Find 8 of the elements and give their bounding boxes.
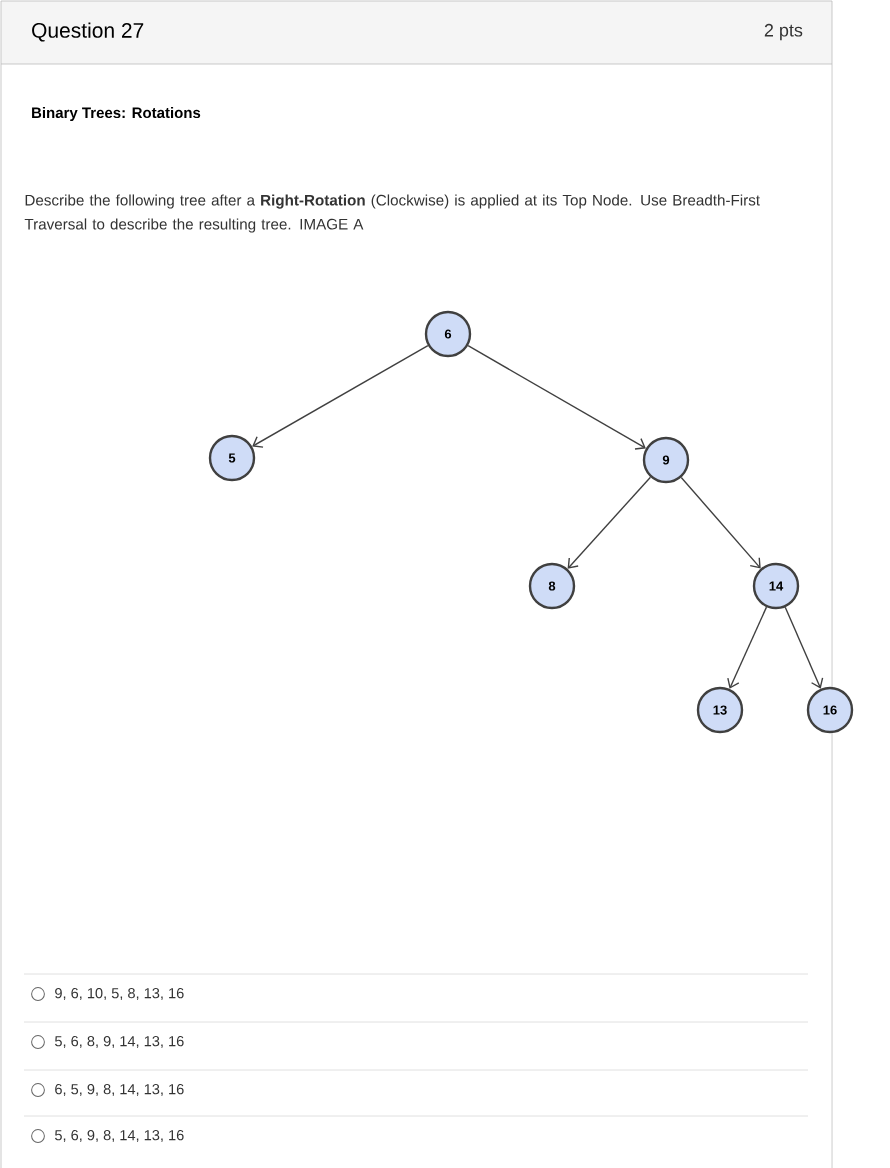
arrow [727, 606, 768, 689]
arrow [680, 476, 761, 569]
arrow [567, 476, 652, 569]
points-text: 2 pts [764, 23, 803, 41]
arrow [252, 344, 429, 448]
arrow [784, 606, 824, 689]
question-title: Question 27 [32, 22, 144, 42]
arrow [467, 344, 646, 450]
